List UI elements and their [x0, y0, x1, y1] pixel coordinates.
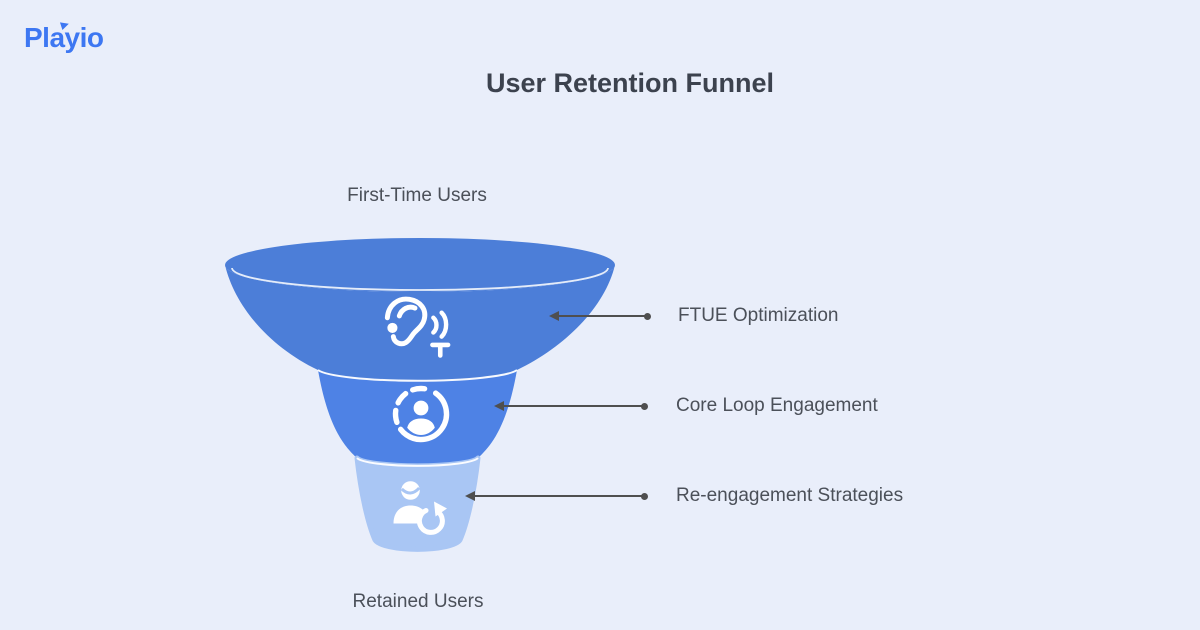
funnel-diagram	[225, 238, 615, 552]
funnel-divider-1	[317, 369, 518, 382]
hearing-icon	[384, 296, 451, 358]
arrow-dot-icon	[644, 312, 651, 320]
returning-user-icon	[393, 481, 447, 535]
connector-arrow-3	[465, 491, 648, 501]
connector-arrow-1	[549, 311, 651, 321]
arrow-head-icon	[494, 401, 504, 411]
bottom-funnel-label: Retained Users	[352, 591, 484, 612]
arrow-head-icon	[549, 311, 559, 321]
engaged-user-icon	[392, 385, 450, 443]
stage-annotation-2: Core Loop Engagement	[676, 395, 878, 416]
funnel-rim-line	[231, 267, 609, 291]
arrow-dot-icon	[641, 492, 648, 500]
stage-annotation-1: FTUE Optimization	[678, 305, 839, 326]
connector-arrow-2	[494, 401, 648, 411]
page-title: User Retention Funnel	[485, 68, 775, 98]
logo-text: Playio	[24, 22, 104, 53]
arrow-dot-icon	[641, 402, 648, 410]
arrow-head-icon	[465, 491, 475, 501]
funnel-top-ellipse	[225, 238, 615, 292]
funnel-stage-2	[318, 370, 517, 466]
funnel-stage-3	[354, 455, 481, 552]
top-funnel-label: First-Time Users	[347, 185, 487, 206]
funnel-divider-2	[356, 457, 479, 467]
stage-annotation-3: Re-engagement Strategies	[676, 485, 904, 506]
